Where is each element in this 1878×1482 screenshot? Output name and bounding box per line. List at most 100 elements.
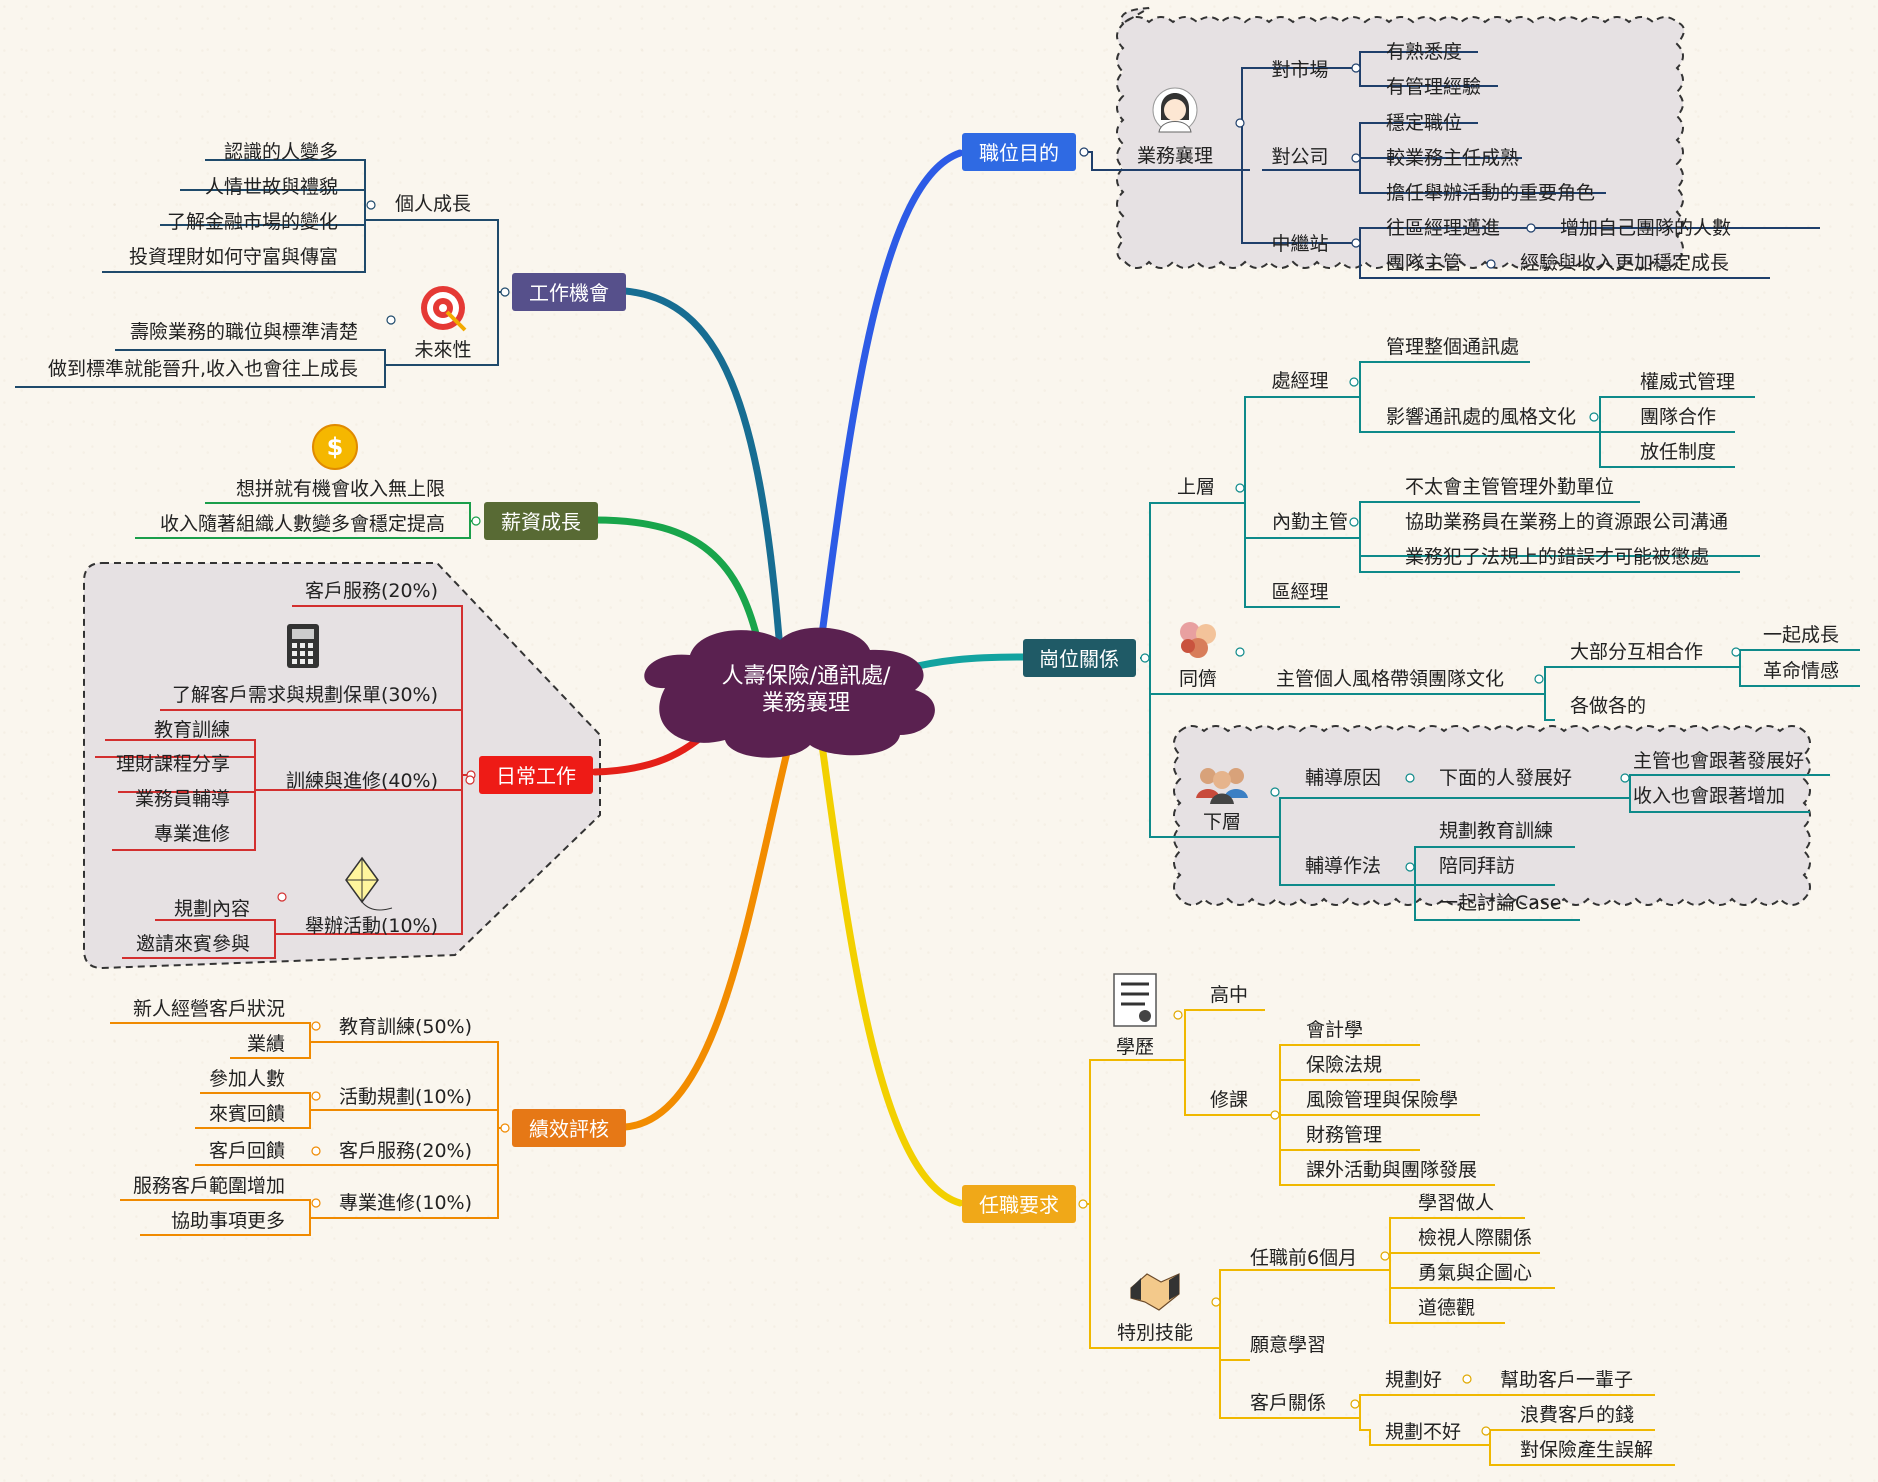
work-opp-growth-item-2: 了解金融市場的變化 (167, 211, 338, 233)
branch-performance: 績效評核 教育訓練(50%) 新人經營客戶狀況 業績 活動規劃(10%) 參加人… (110, 998, 626, 1236)
requirements-client-good-sub: 幫助客戶一輩子 (1500, 1369, 1633, 1391)
relations-peer-culture: 主管個人風格帶領團隊文化 (1276, 668, 1504, 690)
relations-lower-method-item-0: 規劃教育訓練 (1439, 820, 1553, 842)
topic-requirements[interactable] (962, 1185, 1076, 1223)
daily-service: 客戶服務(20%) (305, 580, 438, 602)
work-opp-growth-item-0: 認識的人變多 (224, 141, 338, 163)
relations-peer-coop-item-1: 革命情感 (1763, 660, 1839, 682)
daily-events-item-1: 邀請來賓參與 (136, 933, 250, 955)
job-goal-market-item-1: 有管理經驗 (1386, 76, 1481, 98)
relations-lower-reason-item-0: 主管也會跟著發展好 (1633, 750, 1804, 772)
relations-lower-reason-item-1: 收入也會跟著增加 (1633, 785, 1785, 807)
relations-upper: 上層 (1177, 476, 1215, 498)
requirements-education: 學歷 (1116, 1036, 1154, 1058)
topic-requirements-label: 任職要求 (979, 1193, 1059, 1217)
requirements-first6-item-3: 道德觀 (1418, 1297, 1475, 1319)
daily-events-item-0: 規劃內容 (174, 898, 250, 920)
daily-training-item-1: 理財課程分享 (116, 753, 230, 775)
branch-job-goal: 職位目的 業務襄理 對市場 有熟悉度 有管理經驗 對公司 穩定職位 較業務 (962, 41, 1820, 279)
perf-study-item-1: 協助事項更多 (171, 1210, 285, 1232)
svg-text:$: $ (327, 433, 344, 461)
woman-avatar-icon (1152, 87, 1198, 133)
boundary-job-goal (1116, 7, 1685, 269)
relations-district-style: 影響通訊處的風格文化 (1386, 406, 1576, 428)
perf-study: 專業進修(10%) (339, 1192, 472, 1214)
central-topic-line2: 業務襄理 (762, 691, 850, 716)
job-goal-relay-item-1: 團隊主管 (1386, 252, 1462, 274)
relations-lower-reason-sub: 下面的人發展好 (1439, 767, 1572, 789)
perf-service-item-0: 客戶回饋 (209, 1140, 285, 1162)
topic-salary[interactable] (484, 502, 598, 540)
topic-work-opp[interactable] (512, 273, 626, 311)
perf-activity-item-1: 來賓回饋 (209, 1103, 285, 1125)
topic-relations[interactable] (1023, 639, 1136, 677)
topic-daily-label: 日常工作 (496, 764, 576, 788)
salary-item-0: 想拼就有機會收入無上限 (236, 478, 445, 500)
requirements-course-1: 保險法規 (1306, 1054, 1382, 1076)
relations-district-mgr-item-0: 管理整個通訊處 (1386, 336, 1519, 358)
requirements-client-bad-item-1: 對保險產生誤解 (1520, 1439, 1653, 1461)
main-branches (591, 149, 1029, 1207)
perf-education: 教育訓練(50%) (339, 1016, 472, 1038)
daily-training-item-0: 教育訓練 (154, 719, 230, 741)
daily-training: 訓練與進修(40%) (286, 770, 438, 792)
relations-district-style-item-2: 放任制度 (1640, 441, 1716, 463)
boundary-daily (83, 562, 601, 970)
branch-salary: 薪資成長 $ 想拼就有機會收入無上限 收入隨著組織人數變多會穩定提高 (135, 424, 598, 540)
topic-performance-label: 績效評核 (529, 1117, 609, 1141)
branch-daily: 日常工作 客戶服務(20%) 了解客戶需求與規劃保單(30%) 訓練與進修(40… (95, 580, 593, 959)
topic-salary-label: 薪資成長 (501, 510, 581, 534)
relations-peer: 同儕 (1179, 668, 1217, 690)
perf-activity: 活動規劃(10%) (339, 1086, 472, 1108)
perf-service: 客戶服務(20%) (339, 1140, 472, 1162)
requirements-first6-item-1: 檢視人際關係 (1418, 1227, 1532, 1249)
relations-district-style-item-0: 權威式管理 (1640, 371, 1735, 393)
relations-internal: 內勤主管 (1272, 511, 1348, 533)
job-goal-role: 業務襄理 (1137, 145, 1213, 167)
job-goal-company-item-0: 穩定職位 (1386, 112, 1462, 134)
topic-relations-label: 崗位關係 (1039, 647, 1119, 671)
daily-planning: 了解客戶需求與規劃保單(30%) (172, 684, 438, 706)
requirements-course-4: 課外活動與團隊發展 (1306, 1159, 1477, 1181)
requirements-willing: 願意學習 (1250, 1334, 1326, 1356)
requirements-client: 客戶關係 (1250, 1392, 1326, 1414)
job-goal-market: 對市場 (1271, 59, 1328, 81)
branch-work-opp: 工作機會 個人成長 認識的人變多 人情世故與禮貌 了解金融市場的變化 投資理財如… (15, 141, 626, 388)
topic-job-goal[interactable] (962, 133, 1076, 171)
requirements-course-2: 風險管理與保險學 (1306, 1089, 1458, 1111)
relations-lower-reason: 輔導原因 (1305, 767, 1381, 789)
certificate-icon (1113, 973, 1157, 1027)
work-opp-growth-item-3: 投資理財如何守富與傳富 (129, 246, 338, 268)
relations-peer-separate: 各做各的 (1570, 695, 1646, 717)
relations-peer-coop: 大部分互相合作 (1570, 641, 1703, 663)
requirements-highschool: 高中 (1210, 984, 1248, 1006)
work-opp-growth: 個人成長 (395, 193, 471, 215)
topic-daily[interactable] (479, 756, 593, 794)
job-goal-relay-item-0: 往區經理邁進 (1386, 217, 1500, 239)
relations-district-mgr: 處經理 (1271, 370, 1328, 392)
requirements-first6-item-0: 學習做人 (1418, 1192, 1494, 1214)
job-goal-company-item-2: 擔任舉辦活動的重要角色 (1386, 182, 1595, 204)
topic-performance[interactable] (512, 1109, 626, 1147)
requirements-course-3: 財務管理 (1306, 1124, 1382, 1146)
perf-study-item-0: 服務客戶範圍增加 (133, 1175, 285, 1197)
dollar-coin-icon: $ (312, 424, 358, 470)
work-opp-future-item-1: 做到標準就能晉升,收入也會往上成長 (48, 358, 358, 380)
relations-district-style-item-1: 團隊合作 (1640, 406, 1716, 428)
central-topic[interactable]: 人壽保險/通訊處/ 業務襄理 (644, 627, 935, 758)
requirements-first6: 任職前6個月 (1250, 1247, 1357, 1269)
job-goal-company: 對公司 (1271, 146, 1328, 168)
perf-education-item-0: 新人經營客戶狀況 (133, 998, 285, 1020)
requirements-skills: 特別技能 (1117, 1322, 1193, 1344)
relations-lower: 下層 (1203, 811, 1241, 833)
daily-training-item-2: 業務員輔導 (135, 788, 230, 810)
perf-activity-item-0: 參加人數 (209, 1068, 285, 1090)
topic-job-goal-label: 職位目的 (979, 141, 1059, 165)
relations-peer-coop-item-0: 一起成長 (1763, 624, 1839, 646)
job-goal-relay: 中繼站 (1271, 233, 1328, 255)
work-opp-growth-item-1: 人情世故與禮貌 (205, 176, 338, 198)
branch-relations: 崗位關係 上層 處經理 管理整個通訊處 影響通訊處的風格文化 權威式 (1023, 336, 1860, 921)
perf-education-item-1: 業績 (247, 1033, 285, 1055)
requirements-client-bad-item-0: 浪費客戶的錢 (1520, 1404, 1634, 1426)
